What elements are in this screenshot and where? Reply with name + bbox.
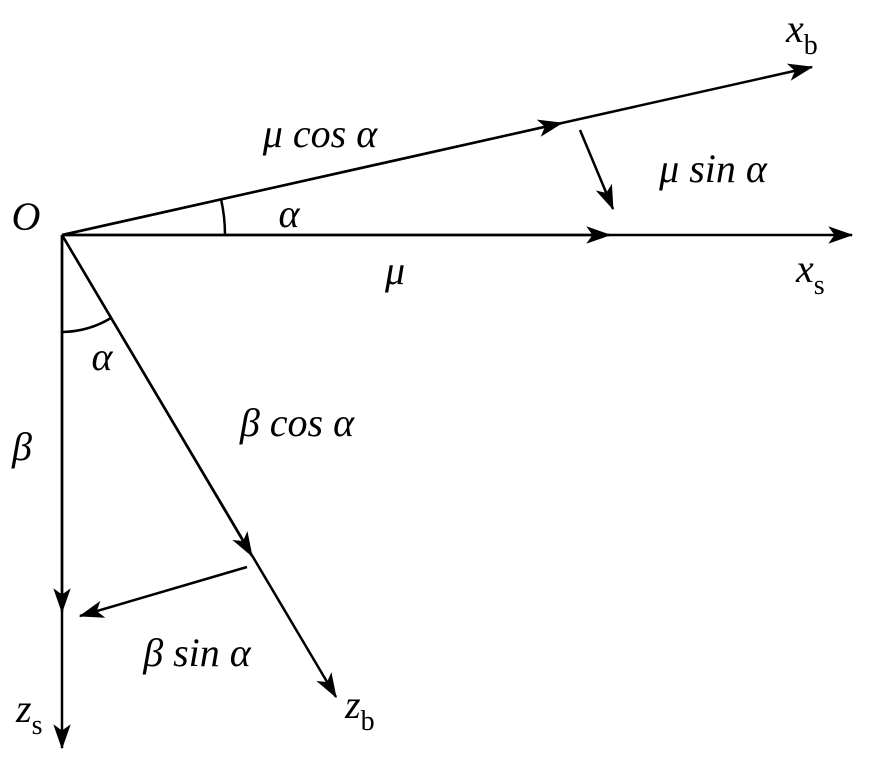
- mu-label: μ: [384, 248, 405, 293]
- diagram-lines: [53, 63, 854, 750]
- beta-sin-arrow-line: [78, 565, 248, 618]
- x-b-axis-label: xb: [785, 6, 818, 61]
- z-b-axis-label: zb: [344, 682, 375, 737]
- mu-sin-alpha-label: μ sin α: [658, 146, 768, 191]
- x-s-axis-label: xs: [795, 246, 825, 301]
- alpha-upper-arc: [219, 198, 227, 236]
- alpha-lower-label: α: [92, 334, 114, 379]
- mu-sin-arrow-line: [578, 129, 615, 211]
- beta-cos-alpha-label: β cos α: [239, 400, 355, 445]
- beta-cos-vector-line: [60, 234, 254, 558]
- alpha-upper-label: α: [279, 191, 301, 236]
- alpha-lower-arc: [61, 316, 112, 334]
- origin-label: O: [12, 194, 41, 239]
- beta-label: β: [11, 424, 32, 469]
- z-s-axis-label: zs: [15, 686, 42, 741]
- mu-cos-alpha-label: μ cos α: [262, 111, 378, 156]
- beta-sin-alpha-label: β sin α: [142, 630, 252, 675]
- mu-cos-vector-line: [61, 119, 564, 237]
